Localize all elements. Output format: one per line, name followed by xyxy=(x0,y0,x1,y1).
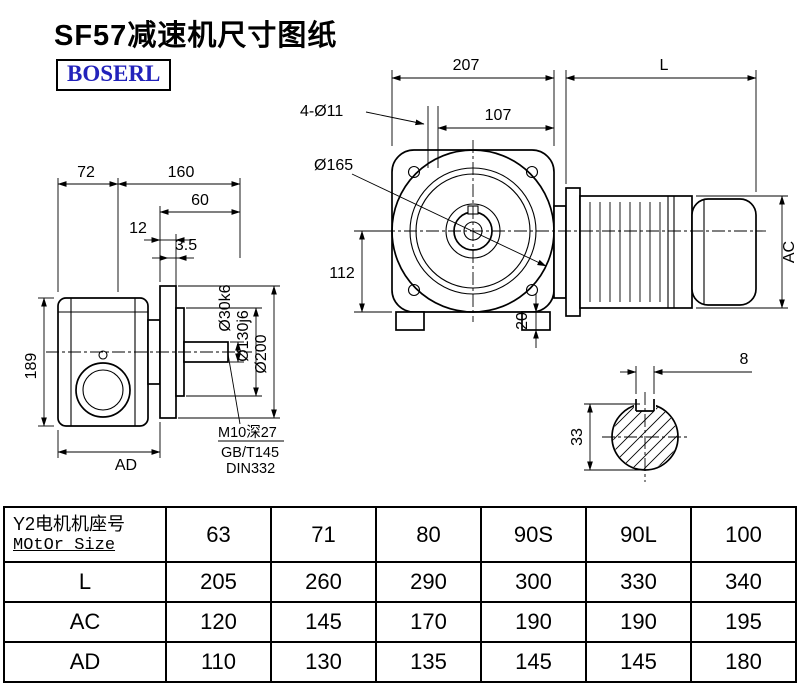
table-row-AC: AC 120 145 170 190 190 195 xyxy=(3,601,797,643)
row-label-AD: AD xyxy=(3,641,167,683)
motor-size-header-line2: MOtOr Size xyxy=(13,536,116,556)
table-header-row: Y2电机机座号 MOtOr Size 63 71 80 90S 90L 100 xyxy=(3,506,797,563)
dim-12-label: 12 xyxy=(129,220,147,237)
dim-flange-dia-label: Ø200 xyxy=(253,334,270,373)
table-cell: 145 xyxy=(270,601,377,643)
table-cell: 130 xyxy=(270,641,377,683)
dim-AD-label: AD xyxy=(115,457,137,474)
size-column-63: 63 xyxy=(165,506,272,563)
dim-L-label: L xyxy=(660,57,669,74)
dimension-table: Y2电机机座号 MOtOr Size 63 71 80 90S 90L 100 … xyxy=(3,506,797,683)
dim-165-label: Ø165 xyxy=(314,157,353,174)
dim-33-label: 33 xyxy=(569,428,586,446)
dim-72-label: 72 xyxy=(77,164,95,181)
table-cell: 195 xyxy=(690,601,797,643)
dim-107-label: 107 xyxy=(485,107,512,124)
row-label-AC: AC xyxy=(3,601,167,643)
table-cell: 205 xyxy=(165,561,272,603)
table-cell: 190 xyxy=(480,601,587,643)
shaft-hatching xyxy=(613,405,677,469)
motor-fins xyxy=(589,202,661,302)
dim-189-label: 189 xyxy=(23,353,40,380)
table-row-L: L 205 260 290 300 330 340 xyxy=(3,561,797,603)
size-column-90L: 90L xyxy=(585,506,692,563)
table-cell: 170 xyxy=(375,601,482,643)
table-cell: 135 xyxy=(375,641,482,683)
table-cell: 340 xyxy=(690,561,797,603)
table-cell: 260 xyxy=(270,561,377,603)
row-label-L: L xyxy=(3,561,167,603)
table-cell: 300 xyxy=(480,561,587,603)
dim-8-label: 8 xyxy=(740,351,749,368)
din-note-label: DIN332 xyxy=(226,461,275,477)
side-view-dimensions: 72 160 60 12 3.5 189 Ø30k6 Ø130j6 xyxy=(23,164,284,477)
dim-160-label: 160 xyxy=(168,164,195,181)
page-title: SF57减速机尺寸图纸 xyxy=(54,20,338,52)
table-row-AD: AD 110 130 135 145 145 180 xyxy=(3,641,797,683)
dim-spigot-dia-label: Ø130j6 xyxy=(235,310,252,362)
motor-size-header-line1: Y2电机机座号 xyxy=(13,513,126,534)
dim-20-label: 20 xyxy=(514,312,531,330)
table-cell: 330 xyxy=(585,561,692,603)
table-cell: 290 xyxy=(375,561,482,603)
table-cell: 120 xyxy=(165,601,272,643)
table-cell: 110 xyxy=(165,641,272,683)
thread-note-label: M10深27 xyxy=(218,424,277,441)
shaft-section-dimensions: 8 33 xyxy=(569,351,752,471)
size-column-80: 80 xyxy=(375,506,482,563)
dim-112-label: 112 xyxy=(329,265,355,282)
size-column-71: 71 xyxy=(270,506,377,563)
brand-logo: BOSERL xyxy=(56,59,172,91)
front-view-dimensions: 207 L 107 4-Ø11 Ø165 112 20 AC xyxy=(300,57,798,348)
table-cell: 190 xyxy=(585,601,692,643)
table-cell: 145 xyxy=(480,641,587,683)
dim-207-label: 207 xyxy=(453,57,480,74)
dim-3-5-label: 3.5 xyxy=(175,237,197,254)
size-column-90S: 90S xyxy=(480,506,587,563)
side-view xyxy=(46,285,252,427)
dim-bolt-holes-label: 4-Ø11 xyxy=(300,103,343,120)
motor-size-header-cell: Y2电机机座号 MOtOr Size xyxy=(3,506,167,563)
table-cell: 180 xyxy=(690,641,797,683)
technical-drawing: 72 160 60 12 3.5 189 Ø30k6 Ø130j6 xyxy=(23,57,798,482)
dim-60-label: 60 xyxy=(191,192,209,209)
size-column-100: 100 xyxy=(690,506,797,563)
standard-note-label: GB/T145 xyxy=(221,445,279,461)
dim-AC-label: AC xyxy=(781,241,798,263)
shaft-section xyxy=(602,392,688,482)
table-cell: 145 xyxy=(585,641,692,683)
